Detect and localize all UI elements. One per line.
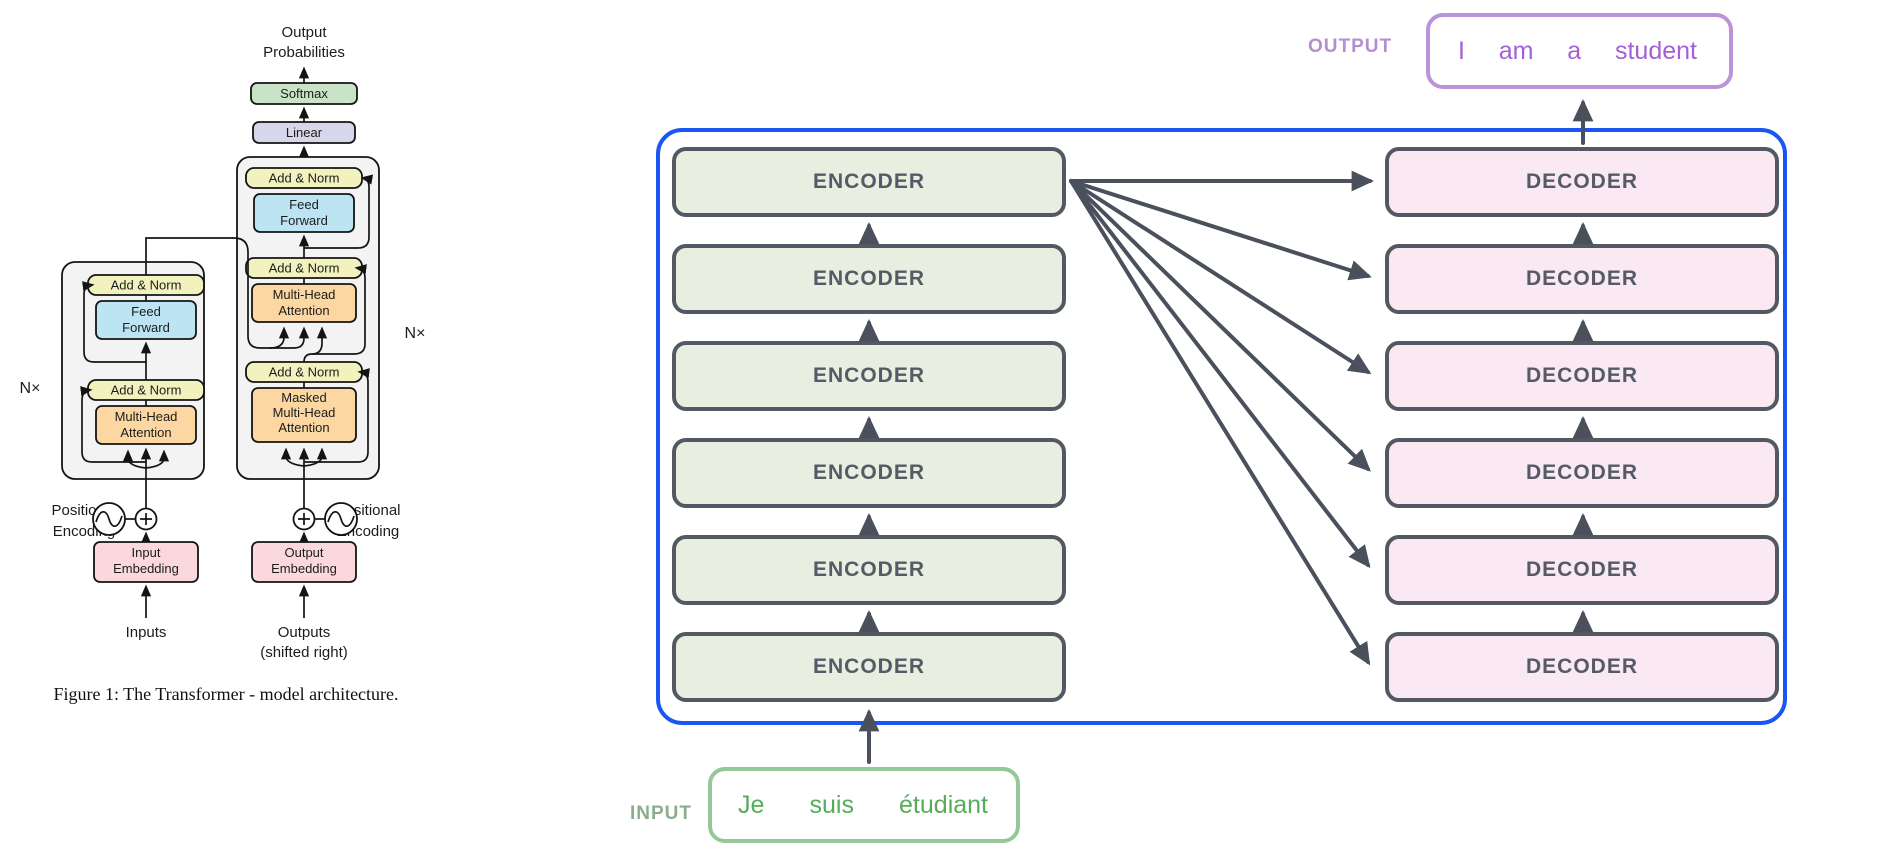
linear-label: Linear <box>286 125 323 140</box>
output-word: I <box>1458 36 1465 65</box>
svg-text:Forward: Forward <box>122 320 170 335</box>
input-word: étudiant <box>899 790 988 819</box>
outputs-label: Outputs <box>278 624 331 641</box>
svg-text:Input: Input <box>132 545 161 560</box>
output-embedding-box <box>251 541 357 583</box>
output-probabilities-label: Probabilities <box>263 44 345 61</box>
nx-label: N× <box>20 380 41 397</box>
decoder-box: DECODER <box>1385 147 1779 217</box>
add-norm-label: Add & Norm <box>269 171 340 186</box>
figure-caption: Figure 1: The Transformer - model archit… <box>53 684 398 704</box>
decoder-box: DECODER <box>1385 632 1779 702</box>
encoder-box: ENCODER <box>672 632 1066 702</box>
svg-text:Add & Norm: Add & Norm <box>269 365 340 380</box>
decoder-box: DECODER <box>1385 535 1779 605</box>
softmax-box <box>250 82 358 105</box>
svg-text:Multi-Head: Multi-Head <box>115 409 178 424</box>
svg-text:Attention: Attention <box>278 420 329 435</box>
masked-multi-head-attention-box <box>251 387 357 443</box>
svg-text:Output: Output <box>284 545 323 560</box>
input-sentence-box: Je suis étudiant <box>708 767 1020 843</box>
model-container <box>656 128 1787 725</box>
softmax-label: Softmax <box>280 86 328 101</box>
svg-text:(shifted right): (shifted right) <box>260 644 348 661</box>
svg-text:Add & Norm: Add & Norm <box>111 383 182 398</box>
svg-text:Masked: Masked <box>281 390 327 405</box>
transformer-figure: .box{stroke:#141414;stroke-width:1.8;} .… <box>20 24 426 704</box>
output-label: OUTPUT <box>1308 36 1393 57</box>
output-word: am <box>1498 36 1534 65</box>
encoder-box: ENCODER <box>672 147 1066 217</box>
multi-head-attention-box <box>95 405 197 445</box>
input-word: suis <box>809 790 854 819</box>
svg-text:Embedding: Embedding <box>271 561 337 576</box>
feed-forward-box <box>253 193 355 233</box>
svg-text:Attention: Attention <box>120 425 171 440</box>
svg-text:Feed: Feed <box>289 197 319 212</box>
decoder-box: DECODER <box>1385 341 1779 411</box>
svg-text:Add & Norm: Add & Norm <box>269 261 340 276</box>
svg-text:Embedding: Embedding <box>113 561 179 576</box>
feed-forward-box <box>95 300 197 340</box>
inputs-label: Inputs <box>126 624 167 641</box>
svg-text:Add & Norm: Add & Norm <box>111 278 182 293</box>
input-label: INPUT <box>630 803 692 824</box>
svg-text:Multi-Head: Multi-Head <box>273 287 336 302</box>
linear-box <box>252 121 356 144</box>
input-embedding-box <box>93 541 199 583</box>
encoder-box: ENCODER <box>672 341 1066 411</box>
decoder-box: DECODER <box>1385 438 1779 508</box>
nx-label: N× <box>405 325 426 342</box>
svg-text:Feed: Feed <box>131 304 161 319</box>
svg-text:Attention: Attention <box>278 303 329 318</box>
multi-head-attention-box <box>251 283 357 323</box>
output-word: student <box>1614 36 1697 65</box>
output-word: a <box>1567 36 1582 65</box>
encoder-box: ENCODER <box>672 438 1066 508</box>
output-probabilities-label: Output <box>281 24 327 41</box>
output-sentence-box: I am a student <box>1426 13 1733 89</box>
encoder-box: ENCODER <box>672 535 1066 605</box>
svg-text:Multi-Head: Multi-Head <box>273 405 336 420</box>
svg-text:Forward: Forward <box>280 213 328 228</box>
encoder-box: ENCODER <box>672 244 1066 314</box>
add-norm-box <box>245 167 363 189</box>
input-word: Je <box>738 790 765 819</box>
decoder-box: DECODER <box>1385 244 1779 314</box>
